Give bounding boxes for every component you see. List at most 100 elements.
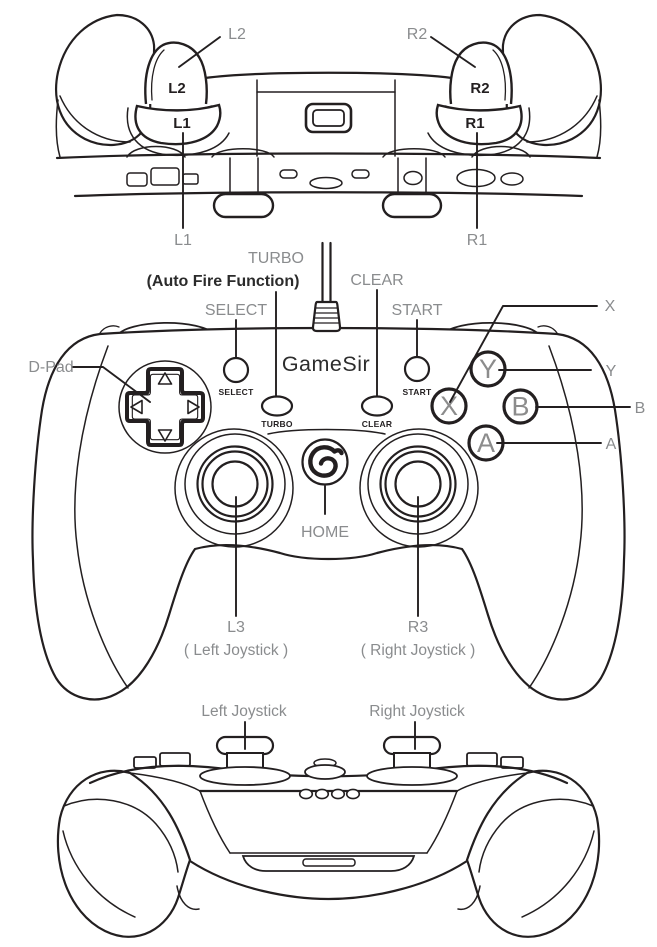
rear-right-stick-cap (382, 735, 442, 756)
right-shoulder-dome (471, 145, 531, 158)
left-stick-recess (174, 428, 294, 548)
left-stick-stem (229, 157, 259, 194)
dpad-ring (118, 360, 212, 454)
l2-part-mark: L2 (168, 80, 186, 97)
r2-trigger (449, 41, 513, 105)
led-bump-1 (298, 788, 314, 800)
clear-print: CLEAR (362, 419, 393, 429)
r3-callout: R3 (408, 619, 429, 636)
rear-left-grip (56, 769, 192, 938)
facebtn-top-1 (403, 170, 423, 186)
select-button (222, 356, 250, 384)
left-joystick-l3 (184, 433, 286, 535)
a-callout: A (606, 436, 617, 453)
turbo-note: (Auto Fire Function) (147, 273, 300, 290)
rear-center-bump (304, 764, 346, 780)
right-face-sweep (528, 345, 583, 689)
start-print: START (403, 387, 433, 397)
rear-left-connector (129, 772, 201, 792)
r2-callout: R2 (407, 26, 428, 43)
strain-relief-ribs (313, 307, 340, 324)
l3-rim-outer (196, 445, 274, 523)
right-joystick-callout: Right Joystick (369, 703, 465, 720)
l3-callout: L3 (227, 619, 245, 636)
r3-note: ( Right Joystick ) (361, 642, 476, 659)
left-shoulder-dome (126, 145, 186, 158)
front-edge-line (55, 152, 602, 160)
rear-view: Left Joystick Right Joystick (56, 703, 601, 938)
small-button-right (351, 169, 370, 179)
l1-callout: L1 (174, 232, 192, 249)
facebtn-top-2 (456, 168, 496, 188)
battery-door-latch (302, 858, 356, 867)
dpad-cross (125, 367, 205, 447)
clear-callout: CLEAR (350, 272, 403, 289)
dpad-edge-3 (182, 173, 199, 185)
start-button (403, 355, 431, 383)
y-callout: Y (606, 363, 617, 380)
rear-left-grip-curve1 (63, 798, 179, 873)
gamesir-dragon-logo-icon (308, 445, 344, 478)
rear-right-grip-curve1 (478, 798, 594, 873)
r1-bumper (435, 103, 523, 146)
turbo-print: TURBO (261, 419, 293, 429)
turbo-callout: TURBO (248, 250, 304, 267)
dpad-callout: D-Pad (28, 359, 73, 376)
dpad-left-arrow (130, 399, 143, 415)
x-leader (449, 305, 598, 403)
left-face-sweep (74, 345, 129, 689)
left-grip-crease (59, 95, 131, 143)
l3-rim-inner (201, 450, 269, 518)
led-bump-2 (314, 788, 330, 800)
back-top-edge (203, 71, 454, 80)
body-outline (31, 326, 626, 701)
right-stick-dome (382, 148, 446, 158)
rear-right-grip (465, 769, 601, 938)
dpad-right-arrow (187, 399, 200, 415)
rear-right-stick-base (366, 766, 458, 786)
top-view: L2 L1 R2 R1 L2 (55, 13, 602, 249)
gamesir-wordmark: GameSir (282, 352, 370, 376)
turbo-button (260, 395, 294, 417)
l3-cap (211, 460, 259, 508)
facebtn-top-3 (500, 172, 524, 186)
left-stick-base (212, 192, 275, 219)
led-bump-3 (330, 788, 346, 800)
recess-top-arc (267, 428, 386, 435)
home-bump-top (309, 176, 343, 190)
l2-trigger-inner-edge (150, 49, 165, 101)
front-view: GameSir SELECT START TURBO CLEAR Y X B A (28, 241, 645, 701)
rear-r2-bump (466, 752, 498, 767)
b-button-letter: B (511, 392, 529, 422)
rear-panel-left (199, 790, 231, 854)
r2-leader (430, 36, 476, 68)
l2-leader (178, 36, 221, 68)
dpad-cross-inner (131, 373, 199, 441)
left-shoulder-tick (99, 325, 120, 334)
small-button-left (279, 169, 298, 179)
rear-right-nub (457, 885, 481, 911)
dpad-edge-1 (126, 172, 148, 187)
rear-valley (188, 859, 469, 901)
l3-note: ( Left Joystick ) (184, 642, 288, 659)
l3-outer (184, 433, 286, 535)
x-button (430, 387, 468, 425)
clear-button (360, 395, 394, 417)
select-print: SELECT (218, 387, 254, 397)
rear-left-nub (176, 885, 200, 911)
start-callout: START (392, 302, 443, 319)
rear-right-connector (456, 772, 528, 792)
dpad-edge-2 (150, 167, 180, 186)
l1-part-mark: L1 (173, 115, 191, 132)
select-callout: SELECT (205, 302, 267, 319)
rear-l2-bump (159, 752, 191, 767)
r1-callout: R1 (467, 232, 488, 249)
dpad-up-arrow (157, 372, 173, 385)
right-stick-stem (397, 157, 427, 194)
r2-part-mark: R2 (470, 80, 489, 97)
rear-panel-right (426, 790, 458, 854)
left-side-edge (55, 99, 61, 158)
right-side-edge (596, 99, 602, 158)
